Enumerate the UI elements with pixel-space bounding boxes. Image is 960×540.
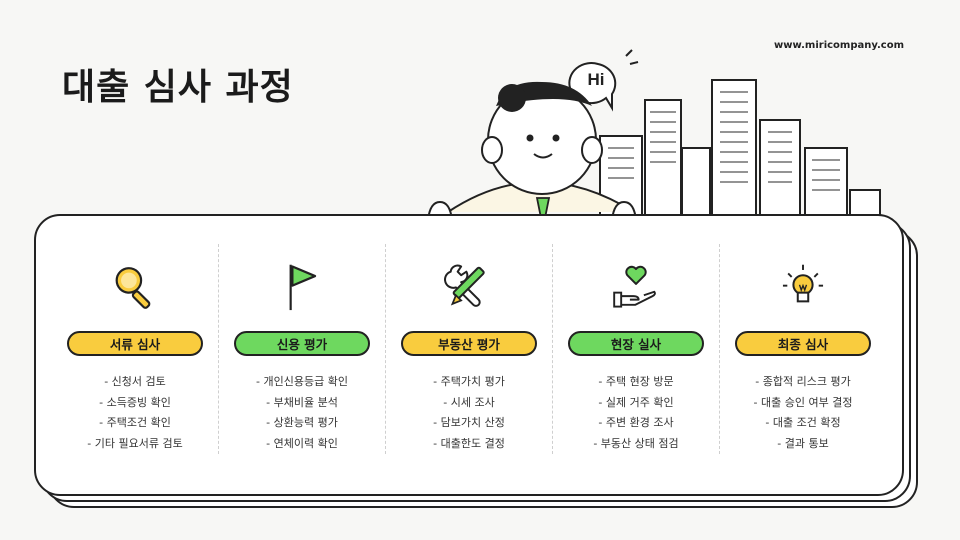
- list-item: - 주택가치 평가: [433, 375, 505, 388]
- list-item: - 주택조건 확인: [99, 416, 171, 429]
- list-item: - 시세 조사: [443, 395, 495, 409]
- step-site-inspection: 현장 실사 - 주택 현장 방문 - 실제 거주 확인 - 주변 환경 조사 -…: [553, 244, 720, 454]
- list-item: - 신청서 검토: [104, 375, 166, 388]
- list-item: - 연체이력 확인: [266, 436, 338, 450]
- list-item: - 부채비율 분석: [266, 395, 338, 409]
- list-item: - 주변 환경 조사: [598, 416, 674, 429]
- step-label: 최종 심사: [735, 331, 871, 356]
- step-items: - 주택 현장 방문 - 실제 거주 확인 - 주변 환경 조사 - 부동산 상…: [593, 372, 678, 454]
- heart-hand-icon: [613, 265, 656, 308]
- step-property-valuation: 부동산 평가 - 주택가치 평가 - 시세 조사 - 담보가치 산정 - 대출한…: [386, 244, 553, 454]
- step-label: 부동산 평가: [401, 331, 537, 356]
- step-items: - 주택가치 평가 - 시세 조사 - 담보가치 산정 - 대출한도 결정: [433, 372, 505, 454]
- list-item: - 실제 거주 확인: [598, 395, 674, 409]
- step-final-review: 최종 심사 - 종합적 리스크 평가 - 대출 승인 여부 결정 - 대출 조건…: [720, 244, 886, 454]
- flag-icon: [289, 264, 317, 311]
- svg-text:Hi: Hi: [588, 70, 605, 89]
- list-item: - 대출 승인 여부 결정: [753, 395, 853, 409]
- step-items: - 신청서 검토 - 소득증빙 확인 - 주택조건 확인 - 기타 필요서류 검…: [87, 372, 182, 454]
- step-items: - 개인신용등급 확인 - 부채비율 분석 - 상환능력 평가 - 연체이력 확…: [256, 372, 348, 454]
- list-item: - 결과 통보: [777, 436, 829, 450]
- process-card: 서류 심사 - 신청서 검토 - 소득증빙 확인 - 주택조건 확인 - 기타 …: [34, 214, 918, 508]
- list-item: - 종합적 리스크 평가: [755, 375, 851, 388]
- step-label: 신용 평가: [234, 331, 370, 356]
- list-item: - 대출 조건 확정: [765, 416, 841, 429]
- tools-icon: [444, 264, 485, 307]
- page-title: 대출 심사 과정: [62, 67, 294, 108]
- magnifier-icon: [115, 267, 151, 309]
- list-item: - 담보가치 산정: [433, 416, 505, 429]
- list-item: - 소득증빙 확인: [99, 395, 171, 409]
- list-item: - 대출한도 결정: [433, 436, 505, 450]
- website-url[interactable]: www.miricompany.com: [774, 40, 904, 51]
- character-city-illustration: Hi: [427, 49, 881, 230]
- step-label: 현장 실사: [568, 331, 704, 356]
- step-credit-evaluation: 신용 평가 - 개인신용등급 확인 - 부채비율 분석 - 상환능력 평가 - …: [219, 244, 386, 454]
- list-item: - 부동산 상태 점검: [593, 436, 679, 450]
- list-item: - 주택 현장 방문: [598, 375, 674, 388]
- step-label: 서류 심사: [67, 331, 203, 356]
- list-item: - 기타 필요서류 검토: [87, 436, 183, 450]
- step-items: - 종합적 리스크 평가 - 대출 승인 여부 결정 - 대출 조건 확정 - …: [754, 372, 853, 454]
- step-document-review: 서류 심사 - 신청서 검토 - 소득증빙 확인 - 주택조건 확인 - 기타 …: [52, 244, 219, 454]
- list-item: - 상환능력 평가: [266, 416, 338, 429]
- list-item: - 개인신용등급 확인: [256, 375, 348, 388]
- lightbulb-icon: [782, 264, 824, 303]
- card-front: 서류 심사 - 신청서 검토 - 소득증빙 확인 - 주택조건 확인 - 기타 …: [34, 214, 904, 496]
